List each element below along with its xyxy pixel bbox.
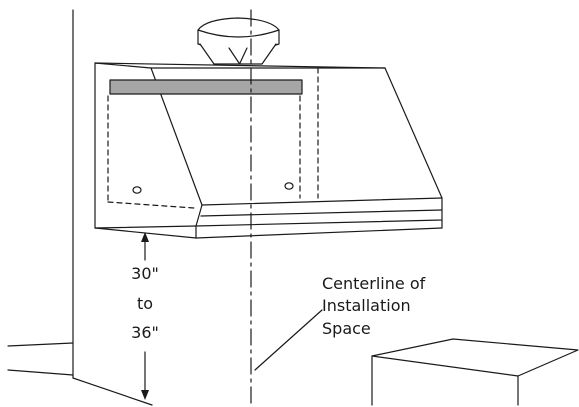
wall: [72, 9, 153, 406]
duct-collar: [197, 17, 280, 65]
hidden-lines: [107, 67, 319, 209]
range-hood: [94, 62, 443, 239]
centerline-label-line1: Centerline of: [322, 274, 426, 293]
mounting-hole-left: [132, 186, 142, 194]
mounting-hole-right: [284, 182, 294, 190]
dimension-label-max: 36": [131, 323, 159, 342]
centerline-leader: [254, 309, 323, 371]
dimension-arrow-down: [141, 390, 149, 400]
centerline-label-line2: Installation: [322, 296, 411, 315]
dimension-label-min: 30": [131, 264, 159, 283]
left-countertop: [7, 342, 74, 376]
right-countertop: [371, 338, 579, 406]
centerline-label-line3: Space: [322, 319, 371, 338]
filter-bar: [109, 79, 303, 95]
dimension-arrow-up: [141, 232, 149, 242]
dimension-label-to: to: [136, 294, 154, 313]
